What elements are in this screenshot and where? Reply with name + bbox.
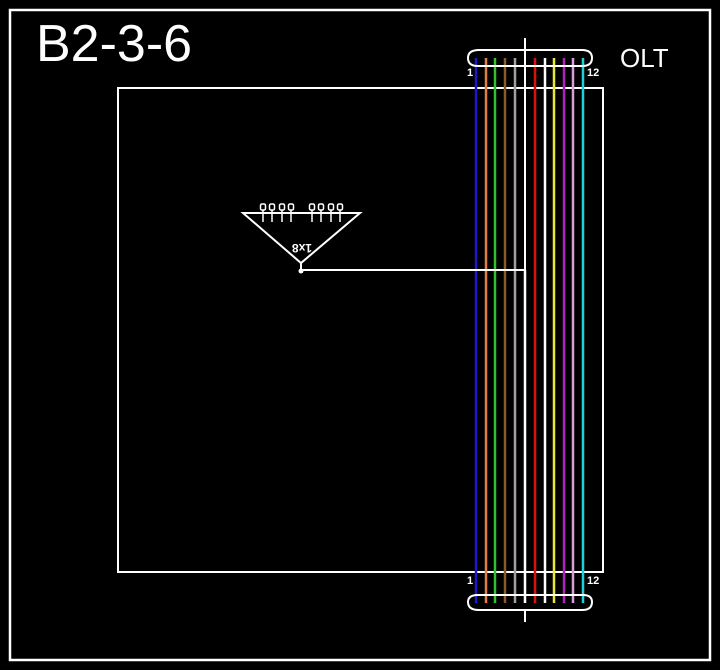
splitter-port [336,203,344,211]
splitter-port [259,203,267,211]
splitter-1x8: 1x8 [240,203,363,274]
splitter-label: 1x8 [292,241,312,255]
enclosure-box [117,87,604,573]
connector-top [466,38,594,67]
splitter-port [278,203,286,211]
fiber-bundle [474,58,585,603]
top-port-start: 1 [467,67,474,79]
splitter-input-line [301,40,526,271]
splitter-port [308,203,316,211]
splitter-port [327,203,335,211]
connector-bottom [466,594,594,622]
olt-label: OLT [620,43,669,73]
splitter-port [317,203,325,211]
splitter-output-ports [259,203,344,222]
bottom-port-end: 12 [587,575,600,587]
splitter-port [268,203,276,211]
outer-frame [8,8,712,662]
top-port-end: 12 [587,67,600,79]
diagram-title: B2-3-6 [36,15,193,73]
bottom-port-start: 1 [467,575,474,587]
splitter-port [287,203,295,211]
